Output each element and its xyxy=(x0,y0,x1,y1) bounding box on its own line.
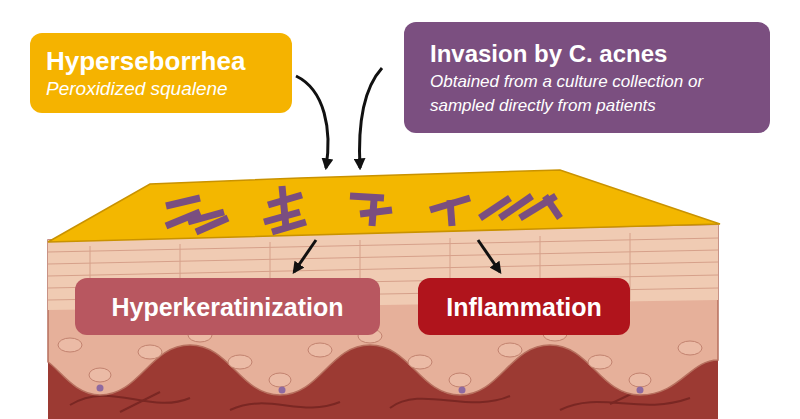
arrow xyxy=(296,76,328,168)
sebum-layer xyxy=(48,170,720,242)
node-title: Invasion by C. acnes xyxy=(430,38,756,70)
epidermis xyxy=(48,225,718,395)
effect-box: Hyperkeratinization xyxy=(75,278,380,335)
dermis xyxy=(48,225,718,419)
arrow xyxy=(294,240,316,272)
node-title: Hyperkeratinization xyxy=(83,292,372,322)
node-title: Inflammation xyxy=(426,292,622,322)
node-subtitle: Obtained from a culture collection or sa… xyxy=(430,70,756,118)
effect-box: Inflammation xyxy=(418,278,630,335)
cause-box: Invasion by C. acnesObtained from a cult… xyxy=(404,22,770,133)
melanocytes xyxy=(97,385,644,394)
epidermis-cells xyxy=(58,327,702,387)
arrow xyxy=(478,240,500,272)
node-subtitle: Peroxidized squalene xyxy=(46,77,276,101)
cause-box: HyperseborrheaPeroxidized squalene xyxy=(30,33,292,113)
node-title: Hyperseborrhea xyxy=(46,46,276,77)
dermis-fibers xyxy=(70,385,690,412)
arrow xyxy=(360,68,382,168)
bacteria-rods xyxy=(166,186,560,232)
